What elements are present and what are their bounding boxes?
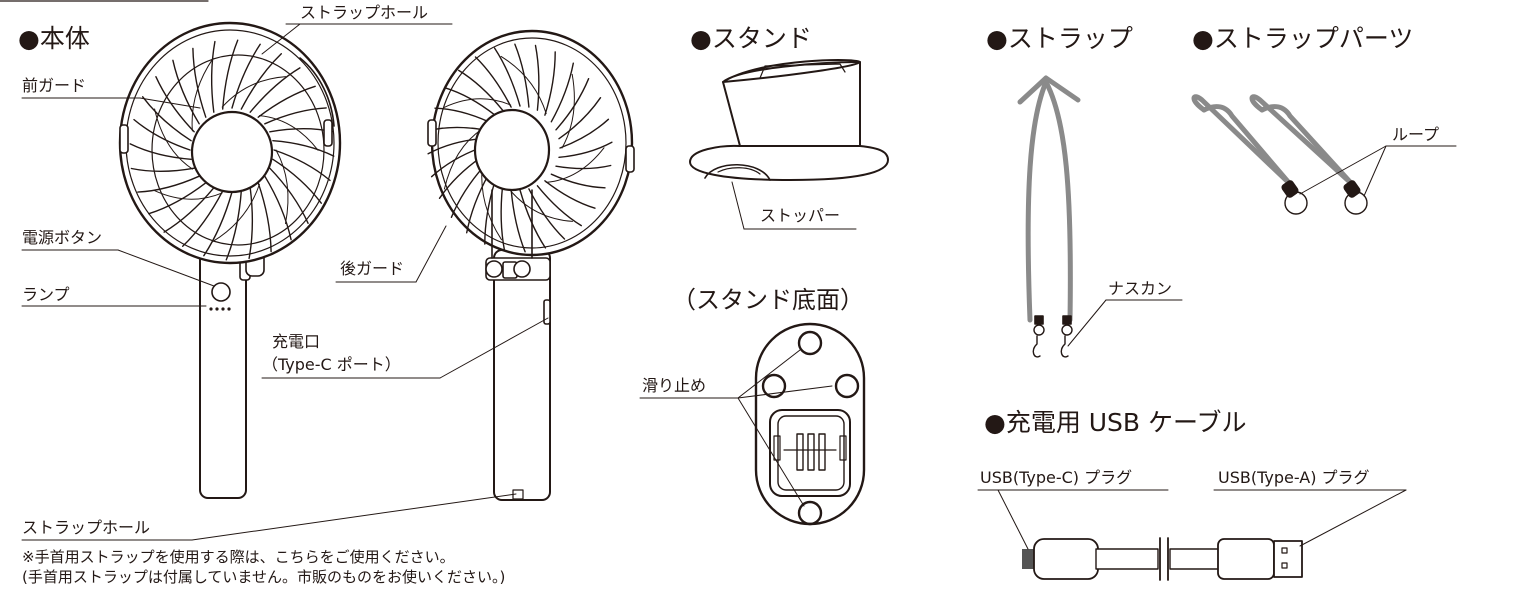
guard-spoke <box>231 43 261 109</box>
label-loop: ループ <box>1392 125 1440 144</box>
guard-spoke <box>137 175 200 193</box>
guard-spoke <box>443 98 512 108</box>
heading-stand-bottom: （スタンド底面） <box>672 286 864 314</box>
guard-spoke <box>500 55 547 115</box>
guard-spoke <box>558 141 613 158</box>
guard-spoke <box>240 53 282 110</box>
label-anti-slip: 滑り止め <box>642 376 707 395</box>
label-charge-port: 充電口 <box>272 332 321 351</box>
guard-spoke <box>275 149 289 225</box>
guard-spoke <box>154 108 193 170</box>
guard-spoke <box>221 76 287 108</box>
guard-spoke <box>182 190 224 247</box>
fan-rear-view <box>427 29 635 501</box>
leader-lines <box>21 23 1457 550</box>
label-usb-a-plug: USB(Type-A) プラグ <box>1218 468 1370 487</box>
guard-spoke <box>544 180 596 209</box>
guard-spoke <box>163 187 215 233</box>
rear-fan-blades <box>443 55 605 241</box>
label-front-guard: 前ガード <box>22 76 87 95</box>
guard-spoke <box>555 78 590 131</box>
guard-spoke <box>257 182 272 253</box>
guard-spoke <box>192 47 207 118</box>
guard-spoke <box>129 143 192 160</box>
guard-spoke <box>222 39 239 110</box>
guard-spoke <box>153 190 223 200</box>
guard-spoke <box>210 40 216 113</box>
guard-spoke <box>510 188 526 253</box>
guard-spoke <box>272 158 322 204</box>
guard-spoke <box>264 175 292 241</box>
guard-spoke <box>264 107 327 125</box>
guard-spoke <box>558 97 602 140</box>
label-power-button: 電源ボタン <box>22 228 103 247</box>
guard-spoke <box>257 85 316 118</box>
guard-spoke <box>514 43 530 108</box>
guard-spoke <box>191 57 214 132</box>
guard-spoke <box>273 149 331 182</box>
front-fan-blades <box>153 57 319 243</box>
guard-spoke <box>545 147 605 183</box>
guard-spoke <box>203 191 233 257</box>
heading-body: ●本体 <box>18 24 90 53</box>
guard-spoke <box>561 73 575 149</box>
heading-strap-parts: ●ストラップパーツ <box>1192 24 1414 53</box>
note-line-1: ※手首用ストラップを使用する際は、こちらをご使用ください。 <box>22 548 455 566</box>
guard-spoke <box>172 59 200 125</box>
heading-usb-cable: ●充電用 USB ケーブル <box>984 408 1247 437</box>
guard-spoke <box>269 167 309 224</box>
guard-spoke <box>474 56 512 108</box>
label-usb-c-plug: USB(Type-C) プラグ <box>980 468 1133 487</box>
guard-spoke <box>148 182 207 215</box>
label-charge-port-type: （Type-C ポート） <box>262 355 401 374</box>
guard-spoke <box>133 118 191 151</box>
label-lamp: ランプ <box>22 285 70 304</box>
guard-spoke <box>500 185 506 252</box>
guard-spoke <box>550 173 606 189</box>
guard-spoke <box>434 107 490 123</box>
label-snap-hook: ナスカン <box>1108 279 1173 298</box>
stand-bottom-illustration <box>754 322 866 526</box>
label-strap-hole-top: ストラップホール <box>300 3 429 22</box>
guard-spoke <box>130 167 195 173</box>
guard-spoke <box>484 180 496 245</box>
guard-spoke <box>258 115 319 151</box>
label-strap-hole-bottom: ストラップホール <box>22 518 151 537</box>
guard-spoke <box>555 164 612 170</box>
stand-illustration <box>689 59 889 181</box>
guard-spoke <box>534 44 540 111</box>
guard-spoke <box>493 47 521 107</box>
guard-spoke <box>155 76 195 133</box>
heading-strap: ●ストラップ <box>986 24 1133 53</box>
guard-spoke <box>212 183 260 243</box>
heading-stand: ●スタンド <box>690 24 812 53</box>
guard-spoke <box>444 87 496 116</box>
strap-parts-illustration <box>1191 94 1368 215</box>
guard-spoke <box>458 69 504 111</box>
note-line-2: (手首用ストラップは付属していません。市販のものをお使いください。) <box>22 568 506 586</box>
fan-front-view <box>118 21 342 499</box>
guard-spoke <box>272 140 335 157</box>
guard-spoke <box>510 190 573 222</box>
guard-spoke <box>544 51 556 116</box>
guard-spoke <box>559 118 610 149</box>
guard-spoke <box>536 185 582 227</box>
guard-spoke <box>249 67 301 113</box>
guard-spoke <box>142 96 192 142</box>
strap-illustration <box>1017 75 1081 358</box>
guard-spoke <box>225 190 242 261</box>
guard-spoke <box>248 187 254 260</box>
label-stopper: ストッパー <box>760 206 841 225</box>
guard-spoke <box>443 128 483 190</box>
label-rear-guard: 後ガード <box>340 259 405 278</box>
usb-cable-illustration <box>1022 537 1303 581</box>
guard-spoke <box>550 62 574 123</box>
